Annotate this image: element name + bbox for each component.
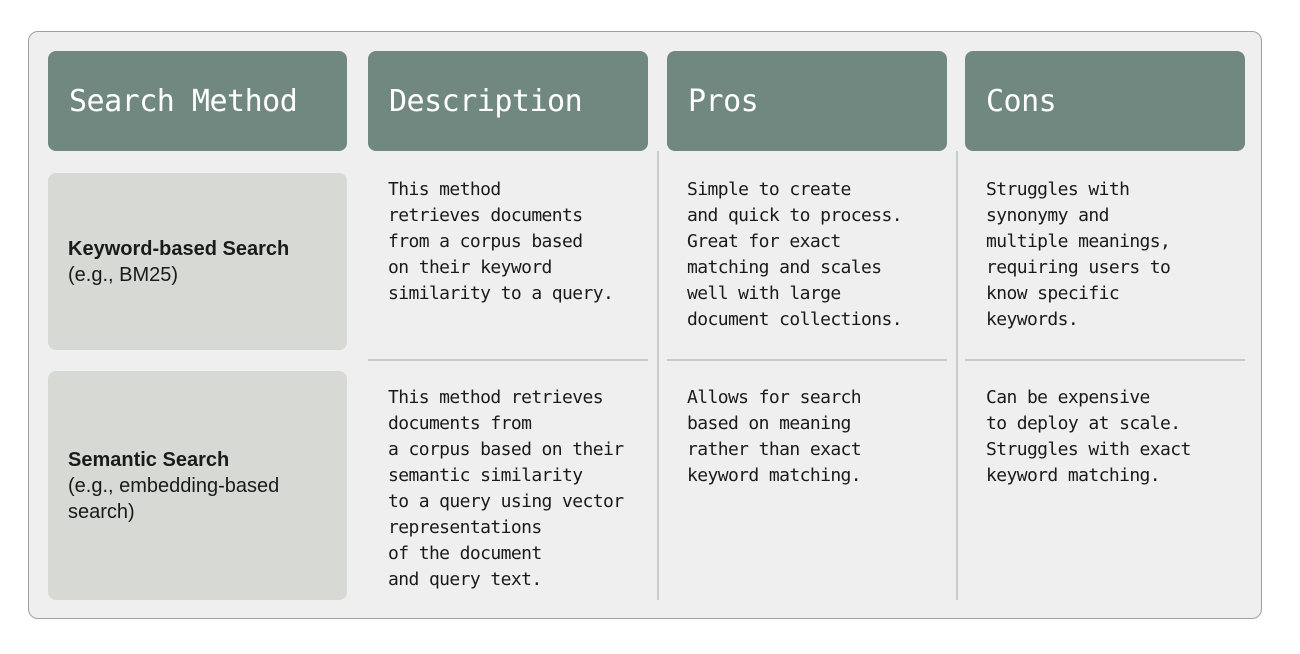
text-line: from a corpus based xyxy=(388,231,583,252)
text-line: to deploy at scale. xyxy=(986,413,1181,434)
text-line: know specific xyxy=(986,283,1120,304)
column-divider xyxy=(956,151,958,600)
text-line: keyword matching. xyxy=(687,465,862,486)
header-label: Cons xyxy=(986,83,1057,119)
text-line: Can be expensive xyxy=(986,387,1150,408)
text-line: multiple meanings, xyxy=(986,231,1171,252)
method-title: Semantic Search xyxy=(68,448,230,471)
text-line: retrieves documents xyxy=(388,205,583,226)
header-pros: Pros xyxy=(667,51,947,151)
method-title: Keyword-based Search xyxy=(68,237,290,260)
header-search-method: Search Method xyxy=(48,51,347,151)
text-line: This method xyxy=(388,179,501,200)
text-line: and quick to process. xyxy=(687,205,903,226)
text-line: matching and scales xyxy=(687,257,882,278)
text-line: Allows for search xyxy=(687,387,862,408)
pros-cell-keyword: Simple to create and quick to process. G… xyxy=(687,177,903,333)
row-divider xyxy=(667,359,947,361)
text-line: on their keyword xyxy=(388,257,552,278)
row-divider xyxy=(965,359,1245,361)
text-line: of the document xyxy=(388,543,542,564)
text-line: well with large xyxy=(687,283,841,304)
header-label: Pros xyxy=(688,83,759,119)
method-example: (e.g., embedding-based xyxy=(68,474,280,497)
text-line: similarity to a query. xyxy=(388,283,614,304)
method-example: (e.g., BM25) xyxy=(68,263,179,286)
cons-cell-keyword: Struggles with synonymy and multiple mea… xyxy=(986,177,1171,333)
text-line: to a query using vector xyxy=(388,491,624,512)
method-cell-semantic: Semantic Search (e.g., embedding-based s… xyxy=(48,371,347,600)
method-example: search) xyxy=(68,500,135,523)
method-cell-keyword: Keyword-based Search (e.g., BM25) xyxy=(48,173,347,350)
text-line: rather than exact xyxy=(687,439,862,460)
cons-cell-semantic: Can be expensive to deploy at scale. Str… xyxy=(986,385,1191,489)
header-description: Description xyxy=(368,51,648,151)
column-divider xyxy=(657,151,659,600)
description-cell-semantic: This method retrieves documents from a c… xyxy=(388,385,624,593)
text-line: requiring users to xyxy=(986,257,1171,278)
text-line: representations xyxy=(388,517,542,538)
text-line: document collections. xyxy=(687,309,903,330)
header-label: Search Method xyxy=(69,83,298,119)
text-line: semantic similarity xyxy=(388,465,583,486)
header-cons: Cons xyxy=(965,51,1245,151)
text-line: based on meaning xyxy=(687,413,851,434)
description-cell-keyword: This method retrieves documents from a c… xyxy=(388,177,614,307)
text-line: documents from xyxy=(388,413,532,434)
row-divider xyxy=(368,359,648,361)
text-line: and query text. xyxy=(388,569,542,590)
header-label: Description xyxy=(389,83,583,119)
text-line: synonymy and xyxy=(986,205,1109,226)
text-line: Struggles with exact xyxy=(986,439,1191,460)
text-line: Great for exact xyxy=(687,231,841,252)
text-line: keywords. xyxy=(986,309,1079,330)
text-line: This method retrieves xyxy=(388,387,604,408)
text-line: Struggles with xyxy=(986,179,1130,200)
text-line: Simple to create xyxy=(687,179,851,200)
text-line: keyword matching. xyxy=(986,465,1161,486)
text-line: a corpus based on their xyxy=(388,439,624,460)
pros-cell-semantic: Allows for search based on meaning rathe… xyxy=(687,385,862,489)
